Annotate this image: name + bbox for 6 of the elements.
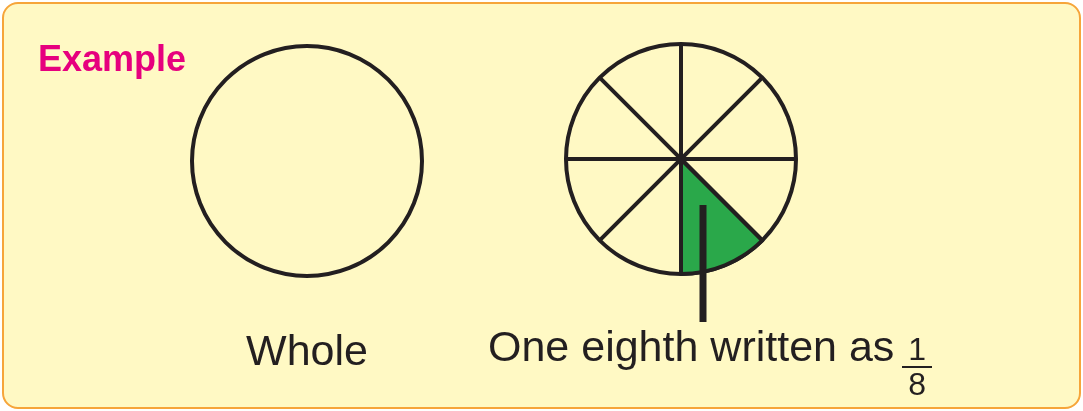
leader-line — [699, 205, 707, 322]
fraction: 1 8 — [902, 333, 933, 401]
node-label: Whole — [246, 326, 368, 374]
node-label: One eighth written as — [488, 322, 895, 370]
circle — [190, 44, 424, 278]
heading: Example — [38, 38, 187, 80]
